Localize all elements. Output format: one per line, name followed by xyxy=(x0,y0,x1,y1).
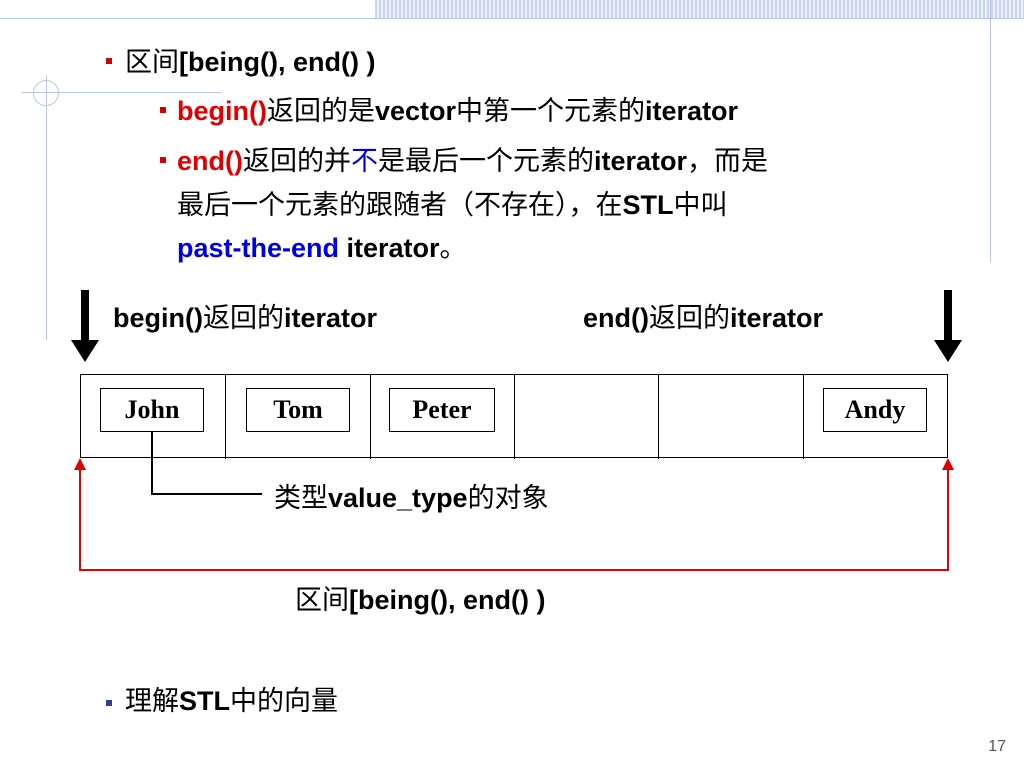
header-pattern xyxy=(375,0,1024,18)
text-fragment: 是最后一个元素的 xyxy=(377,146,594,176)
page-number: 17 xyxy=(988,738,1006,755)
range-prefix: 区间 xyxy=(125,47,179,77)
text-fragment: 中叫 xyxy=(673,190,728,220)
text-fragment: 返回的 xyxy=(202,303,284,333)
end-keyword: end() xyxy=(177,146,243,176)
text-fragment: 的对象 xyxy=(467,483,549,513)
iterator-keyword: iterator xyxy=(729,303,824,333)
value-type-connector xyxy=(151,431,262,495)
text-fragment: 理解 xyxy=(125,686,179,716)
range-label: 区间[being(), end() ) xyxy=(295,580,545,620)
begin-keyword: begin() xyxy=(113,303,203,333)
corner-circle xyxy=(33,80,59,106)
bullet-marker xyxy=(160,107,166,113)
text-fragment: 最后一个元素的跟随者（不存在），在 xyxy=(177,190,623,220)
vector-cell-divider xyxy=(514,375,659,459)
end-description-line3: past-the-end iterator。 xyxy=(177,228,467,268)
end-iterator-label: end()返回的iterator xyxy=(583,298,823,338)
end-description-line2: 最后一个元素的跟随者（不存在），在STL中叫 xyxy=(177,185,728,225)
left-rule-vertical xyxy=(46,75,47,340)
begin-arrow-icon xyxy=(71,290,99,362)
text-fragment: 中的向量 xyxy=(230,686,338,716)
element-john: John xyxy=(100,388,204,432)
stl-keyword: STL xyxy=(622,190,674,220)
begin-description: begin()返回的是vector中第一个元素的iterator xyxy=(177,91,738,131)
value-type-label: 类型value_type的对象 xyxy=(274,478,549,518)
top-rule xyxy=(0,18,1024,19)
emphasis-not: 不 xyxy=(350,146,378,176)
range-expression: [being(), end() ) xyxy=(179,47,376,77)
range-bracket xyxy=(74,458,954,571)
value-type-keyword: value_type xyxy=(328,483,468,513)
begin-iterator-label: begin()返回的iterator xyxy=(113,298,377,338)
element-tom: Tom xyxy=(246,388,350,432)
end-arrow-icon xyxy=(934,290,962,362)
iterator-keyword: iterator xyxy=(283,303,378,333)
bullet-marker xyxy=(160,157,166,163)
text-fragment: 中第一个元素的 xyxy=(456,96,646,126)
iterator-keyword: iterator xyxy=(593,146,688,176)
text-fragment: 区间 xyxy=(295,585,349,615)
text-fragment: 返回的 xyxy=(648,303,730,333)
iterator-keyword: iterator xyxy=(339,233,440,263)
past-the-end-term: past-the-end xyxy=(177,233,339,263)
range-expression: [being(), end() ) xyxy=(349,585,546,615)
vector-cell-divider xyxy=(370,375,515,459)
left-rule-horizontal xyxy=(22,92,222,93)
text-fragment: 类型 xyxy=(274,483,328,513)
end-keyword: end() xyxy=(583,303,649,333)
text-fragment: ，而是 xyxy=(687,146,769,176)
range-heading: 区间[being(), end() ) xyxy=(125,42,375,82)
vector-cell-divider xyxy=(225,375,370,459)
bullet-marker xyxy=(106,58,112,64)
vector-cell-divider xyxy=(658,375,803,459)
text-fragment: 返回的是 xyxy=(266,96,375,126)
understand-bullet: 理解STL中的向量 xyxy=(125,681,338,721)
right-rule-vertical xyxy=(990,0,991,262)
stl-keyword: STL xyxy=(179,686,230,716)
element-peter: Peter xyxy=(389,388,495,432)
text-fragment: 。 xyxy=(439,233,467,263)
vector-keyword: vector xyxy=(374,96,457,126)
text-fragment: 返回的并 xyxy=(242,146,351,176)
begin-keyword: begin() xyxy=(177,96,267,126)
vector-cell-divider xyxy=(803,375,948,459)
bullet-marker xyxy=(106,700,112,706)
end-description-line1: end()返回的并不是最后一个元素的iterator，而是 xyxy=(177,141,768,181)
element-andy: Andy xyxy=(823,388,927,432)
iterator-keyword: iterator xyxy=(645,96,739,126)
